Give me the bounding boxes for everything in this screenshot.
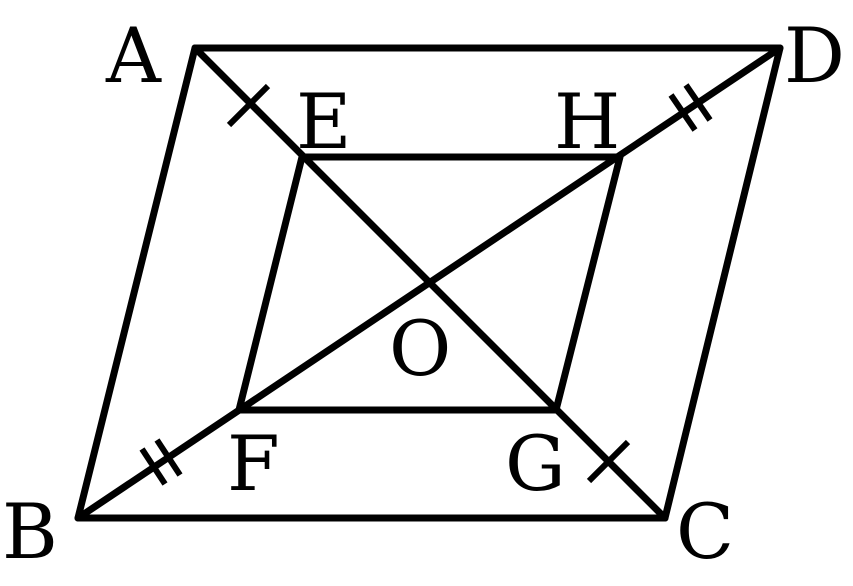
label-g: G: [505, 419, 566, 508]
double-tick-hd-2: [683, 83, 713, 122]
tick-mark-gc: [586, 439, 631, 484]
label-f: F: [227, 419, 280, 508]
diagonal-bd: [74, 44, 784, 522]
label-e: E: [296, 77, 351, 166]
label-o: O: [389, 304, 451, 393]
label-b: B: [2, 487, 58, 576]
double-tick-bf-2: [154, 438, 183, 477]
label-d: D: [784, 11, 845, 100]
double-tick-hd-1: [668, 93, 698, 132]
tick-mark-ae: [226, 83, 271, 128]
double-tick-bf-1: [139, 447, 168, 486]
label-h: H: [554, 77, 620, 166]
label-c: C: [676, 487, 734, 576]
label-a: A: [105, 11, 162, 100]
